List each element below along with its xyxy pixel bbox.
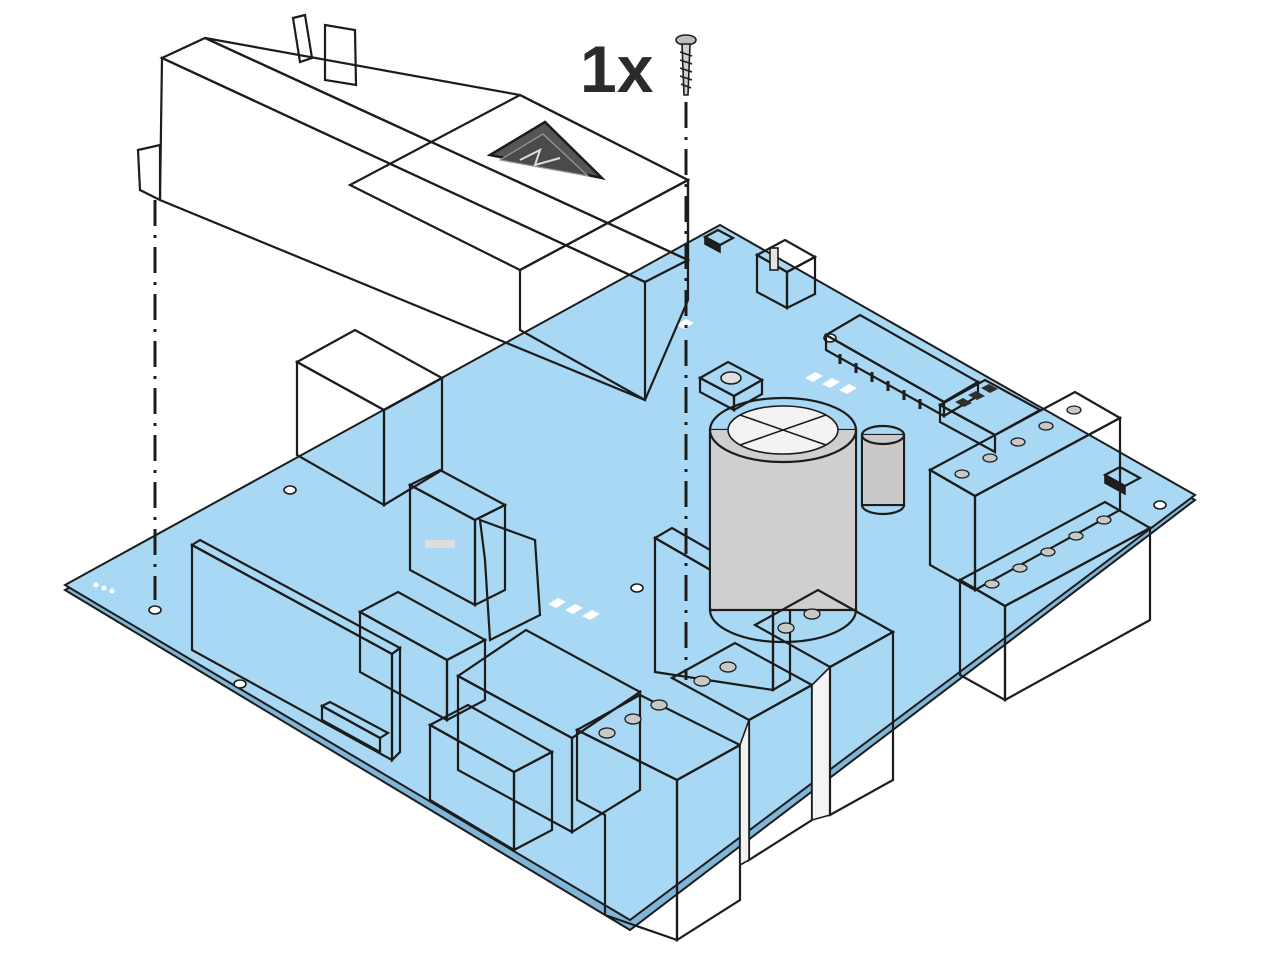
terminal-block-right-lower	[957, 500, 1153, 702]
electrical-hazard-icon	[486, 120, 606, 181]
push-button	[697, 360, 765, 412]
protective-cover	[136, 13, 691, 402]
terminal-block-front-1	[574, 693, 743, 943]
ic-chip	[823, 313, 981, 418]
pin-header	[754, 238, 818, 310]
screw-icon	[675, 34, 697, 96]
capacitor-large	[708, 396, 858, 644]
mounting-hole	[148, 605, 162, 615]
terminal-block-front-3	[752, 588, 896, 822]
relay-front	[427, 703, 555, 852]
mounting-hole	[1153, 500, 1167, 510]
solder-pads	[93, 319, 857, 620]
capacitor-small	[860, 424, 906, 516]
connector-card	[189, 538, 403, 763]
relay-small	[357, 590, 488, 722]
black-connector	[407, 468, 542, 642]
quantity-label: 1x	[580, 32, 654, 106]
mounting-hole	[283, 485, 297, 495]
small-smd-part	[702, 228, 736, 254]
mounting-hole	[630, 583, 644, 593]
circuit-board	[62, 223, 1197, 932]
mounting-hole	[233, 679, 247, 689]
